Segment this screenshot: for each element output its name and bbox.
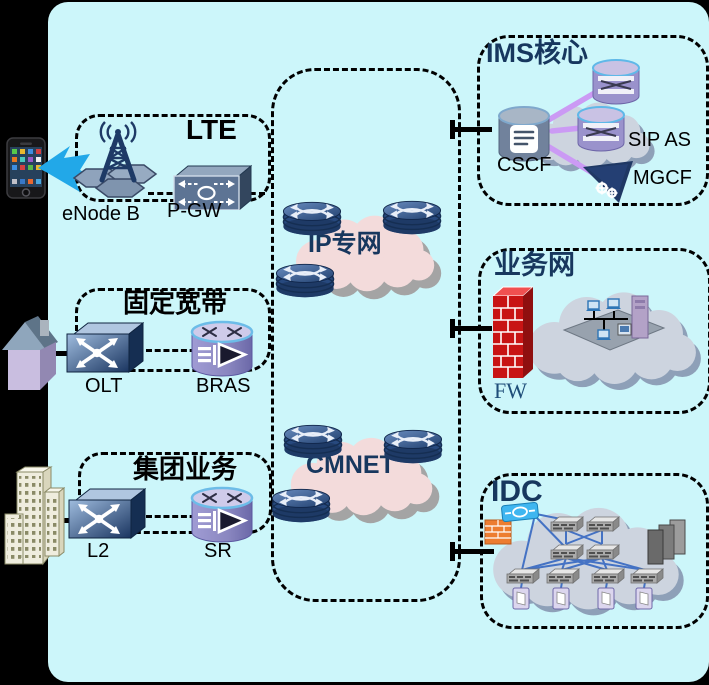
office-building-icon: [3, 466, 65, 571]
lan-scene: [562, 295, 666, 351]
router-disk-icon: [274, 261, 336, 301]
lte-title: LTE: [186, 114, 237, 145]
backbone-ims-link: [452, 127, 492, 132]
idc-server-icon: [597, 587, 615, 610]
group-business-title: 集团业务: [133, 454, 238, 484]
idc-switch-icon: [630, 568, 664, 584]
enodeb-label: eNode B: [62, 203, 140, 225]
idc-server-icon: [512, 587, 530, 610]
sip-as-server-icon: [591, 58, 641, 106]
firewall-icon: [493, 286, 533, 380]
router-disk-icon: [270, 486, 332, 526]
idc-switch-icon: [591, 568, 625, 584]
olt-label: OLT: [85, 375, 123, 397]
pgw-label: P-GW: [167, 200, 222, 222]
idc-firewall-icon: [484, 519, 512, 545]
server-tower-icon: [631, 295, 649, 339]
bras-router-icon: [189, 320, 255, 378]
router-disk-icon: [282, 422, 344, 462]
idc-switch-icon: [586, 544, 620, 560]
idc-rack-icon: [647, 519, 686, 565]
idc-server-icon: [635, 587, 653, 610]
idc-switch-icon: [506, 568, 540, 584]
idc-switch-icon: [550, 516, 584, 532]
idc-scene: [484, 501, 686, 610]
router-disk-icon: [281, 199, 343, 239]
ims-core-box: [477, 35, 709, 206]
sip-as-server-icon: [576, 105, 626, 153]
l2-label: L2: [87, 540, 110, 562]
sr-label: SR: [204, 540, 232, 562]
backbone-service-link: [452, 326, 492, 331]
idc-switch-icon: [546, 568, 580, 584]
mgcf-gateway-icon: [582, 160, 634, 204]
idc-router-icon: [501, 501, 539, 523]
idc-title: IDC: [491, 475, 543, 508]
olt-switch-icon: [66, 320, 144, 376]
backbone-box: [271, 68, 461, 602]
router-disk-icon: [381, 198, 443, 238]
ip-private-cloud-label: IP专网: [308, 230, 382, 258]
sip-as-label: SIP AS: [628, 129, 692, 151]
enodeb-tower-icon: [70, 118, 165, 200]
l2-switch-icon: [68, 486, 146, 542]
bras-label: BRAS: [196, 375, 251, 397]
idc-server-icon: [552, 587, 570, 610]
backbone-idc-link: [452, 549, 494, 554]
service-network-title: 业务网: [494, 250, 575, 280]
idc-switch-icon: [550, 544, 584, 560]
cscf-label: CSCF: [497, 154, 552, 176]
fixed-broadband-title: 固定宽带: [123, 288, 228, 318]
group-business-box: [78, 452, 272, 534]
router-disk-icon: [382, 427, 444, 467]
fixed-broadband-box: [75, 288, 271, 372]
ims-core-title: IMS核心: [486, 38, 589, 68]
house-icon: [0, 312, 60, 397]
fw-label: FW: [494, 378, 527, 403]
idc-link-lines: [520, 513, 646, 589]
mgcf-label: MGCF: [633, 167, 692, 189]
idc-switch-icon: [586, 516, 620, 532]
desktop-pc-icon: [617, 323, 632, 336]
sr-router-icon: [189, 486, 255, 544]
laptop-icon: [586, 298, 621, 340]
